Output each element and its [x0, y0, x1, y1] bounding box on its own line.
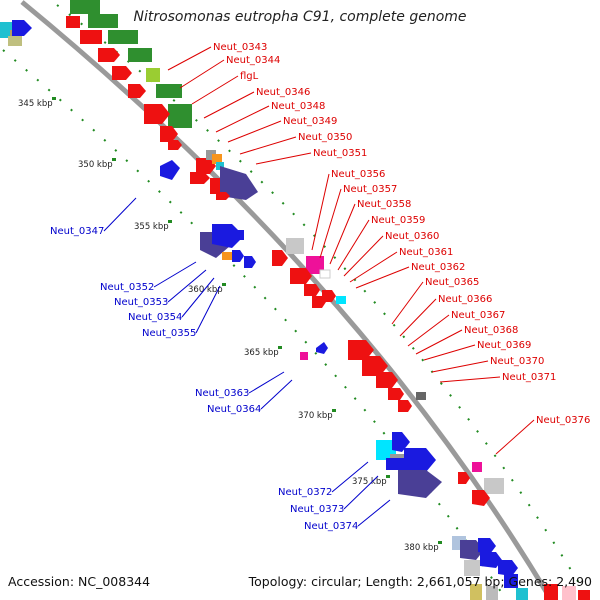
genome-summary-text: Topology: circular; Length: 2,661,057 bp… [248, 574, 592, 589]
label-leader-line [181, 277, 215, 318]
label-leader-line [331, 461, 369, 493]
gene-label: Neut_0374 [304, 521, 358, 532]
gene-label: Neut_0357 [343, 184, 397, 195]
gene-label: Neut_0343 [213, 42, 267, 53]
label-leader-line [167, 269, 207, 303]
gene-neut-0347 [160, 160, 180, 180]
label-leader-line [495, 419, 535, 455]
gene-label: Neut_0359 [371, 215, 425, 226]
outer-gene-cluster-380 [544, 584, 590, 600]
kbp-tick-label: 370 kbp [298, 411, 333, 421]
kbp-tick-label: 355 kbp [134, 222, 169, 232]
map-title: Nitrosomonas eutropha C91, complete geno… [133, 9, 467, 25]
outer-gene-cluster-368 [348, 340, 426, 412]
label-leader-line [399, 298, 437, 337]
gene-label: Neut_0354 [128, 312, 182, 323]
label-leader-line [179, 59, 225, 89]
gene-label: Neut_0370 [490, 356, 544, 367]
gene-label: Neut_0356 [331, 169, 385, 180]
gene-label: Neut_0372 [278, 487, 332, 498]
kbp-tick-label: 350 kbp [78, 160, 113, 170]
accession-text: Accession: NC_008344 [8, 574, 151, 589]
left-gene-labels: Neut_0347Neut_0352Neut_0353Neut_0354Neut… [50, 197, 391, 532]
kbp-tick-label: 345 kbp [18, 99, 53, 109]
gene-label: Neut_0369 [477, 340, 531, 351]
gene-label: Neut_0362 [411, 262, 465, 273]
outer-gene-cluster-360 [272, 238, 346, 308]
label-leader-line [215, 105, 270, 133]
label-leader-line [439, 376, 501, 383]
label-leader-line [349, 251, 398, 283]
label-leader-line [195, 285, 221, 334]
label-leader-line [239, 136, 297, 155]
gene-label: Neut_0349 [283, 116, 337, 127]
gene-label: Neut_0373 [290, 504, 344, 515]
label-leader-line [203, 91, 255, 119]
label-leader-line [355, 266, 410, 289]
gene-label: Neut_0360 [385, 231, 439, 242]
gene-label: Neut_0366 [438, 294, 492, 305]
gene-label: Neut_0358 [357, 199, 411, 210]
inner-gene-cluster-355 [200, 224, 256, 268]
label-leader-line [255, 152, 312, 165]
label-leader-line [260, 379, 293, 410]
inner-gene-cluster-top [0, 20, 32, 46]
label-leader-line [343, 235, 384, 277]
gene-label: Neut_0353 [114, 297, 168, 308]
gene-label: Neut_0346 [256, 87, 310, 98]
gene-label: Neut_0371 [502, 372, 556, 383]
label-leader-line [357, 499, 391, 527]
inner-gene-cluster-375 [376, 432, 442, 498]
inner-gene-cluster-366 [300, 342, 328, 360]
gene-label: Neut_0344 [226, 55, 280, 66]
kbp-tick-label: 365 kbp [244, 348, 279, 358]
gene-label: Neut_0367 [451, 310, 505, 321]
label-leader-line [153, 261, 197, 288]
kbp-tick-label: 380 kbp [404, 543, 439, 553]
label-leader-line [319, 188, 342, 259]
gene-label: Neut_0376 [536, 415, 590, 426]
gene-label: Neut_0347 [50, 226, 104, 237]
label-leader-line [431, 360, 489, 373]
label-leader-line [337, 219, 370, 271]
tick-track-inner [2, 49, 506, 599]
label-leader-line [329, 203, 356, 265]
outer-gene-cluster-350 [190, 150, 258, 200]
gene-label: Neut_0368 [464, 325, 518, 336]
label-leader-line [311, 173, 330, 251]
kbp-ticks: 345 kbp 350 kbp 355 kbp 360 kbp 365 kbp 370 k… [18, 97, 442, 553]
gene-label: Neut_0355 [142, 328, 196, 339]
inner-gene-cluster-380 [452, 536, 528, 600]
kbp-tick-label: 375 kbp [352, 477, 387, 487]
label-leader-line [407, 314, 450, 347]
kbp-tick-label: 360 kbp [188, 285, 223, 295]
label-leader-line [343, 475, 379, 510]
gene-label: Neut_0351 [313, 148, 367, 159]
gene-label: flgL [240, 71, 259, 82]
label-leader-line [391, 281, 424, 325]
label-leader-line [167, 46, 212, 71]
gene-label: Neut_0365 [425, 277, 479, 288]
gene-label: Neut_0364 [207, 404, 261, 415]
label-leader-line [227, 120, 282, 143]
label-leader-line [248, 371, 285, 394]
label-leader-line [191, 75, 239, 105]
gene-label: Neut_0352 [100, 282, 154, 293]
gene-label: Neut_0350 [298, 132, 352, 143]
outer-gene-cluster-top [66, 0, 192, 150]
gene-label: Neut_0348 [271, 101, 325, 112]
label-leader-line [103, 197, 137, 232]
label-leader-line [415, 329, 463, 355]
label-leader-line [423, 344, 476, 361]
gene-label: Neut_0363 [195, 388, 249, 399]
gene-label: Neut_0361 [399, 247, 453, 258]
outer-gene-cluster-376 [458, 462, 504, 506]
